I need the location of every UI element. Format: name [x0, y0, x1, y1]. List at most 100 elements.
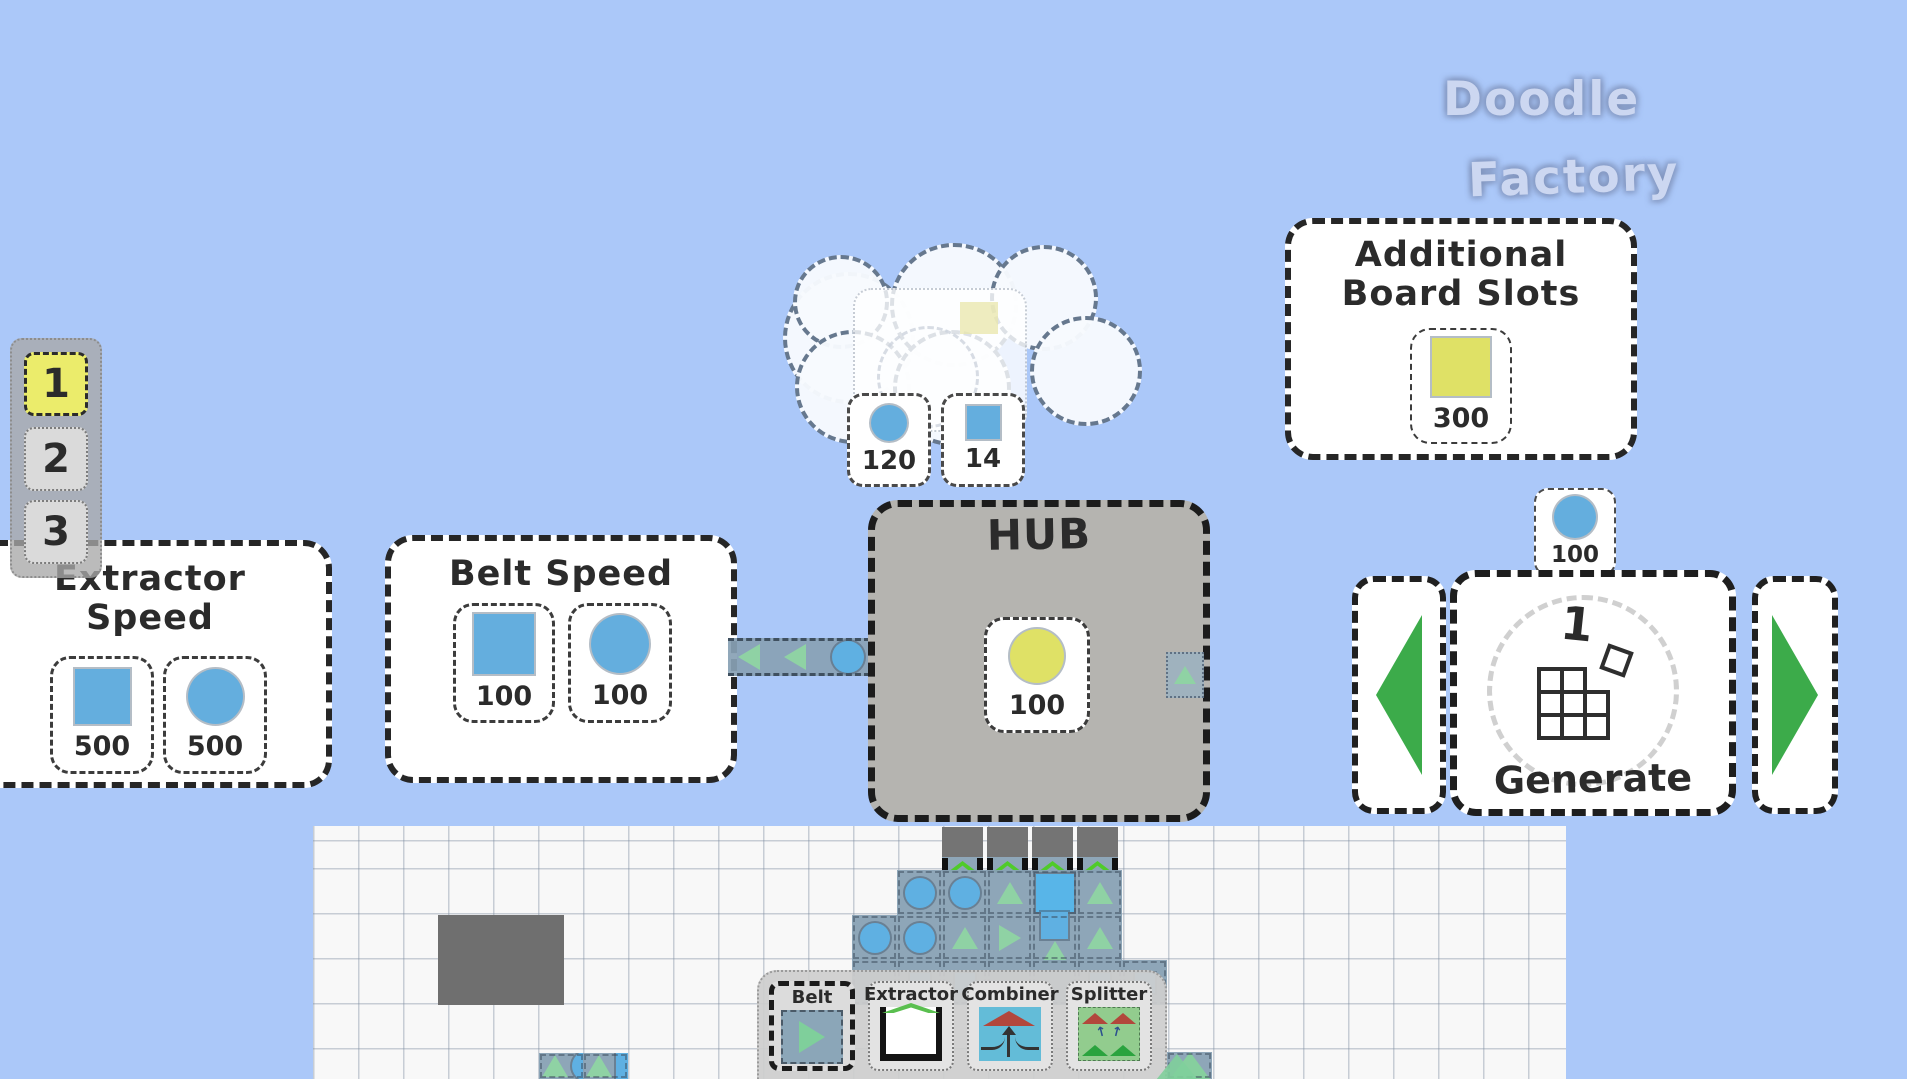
tool-extractor-label: Extractor: [863, 984, 959, 1005]
belt-cell[interactable]: [1032, 912, 1077, 963]
arrow-right-icon: [1772, 615, 1818, 775]
tool-splitter[interactable]: Splitter ↑ ↑: [1066, 981, 1152, 1071]
square-item: [1041, 912, 1068, 939]
tool-belt-label: Belt: [791, 987, 833, 1008]
board-slots-panel: Additional Board Slots 300: [1285, 218, 1637, 460]
tab-slot-1[interactable]: 1: [24, 352, 88, 416]
board-slot-tabs: 1 2 3: [10, 338, 102, 578]
hub-title: HUB: [986, 509, 1092, 560]
belt-icon: [781, 1010, 843, 1064]
square-item-icon: [74, 668, 130, 724]
upgrade-extractor-circle[interactable]: 500: [163, 656, 267, 774]
cloud-counter-squares: 14: [941, 393, 1025, 487]
circle-item: [832, 641, 864, 673]
hub-accepted-value: 100: [1008, 690, 1066, 721]
square-item-icon: [966, 406, 1000, 439]
circle-item: [859, 922, 890, 953]
cloud-counter-circles: 120: [847, 393, 931, 487]
circle-item-icon: [871, 404, 907, 441]
tool-belt[interactable]: Belt: [769, 981, 855, 1071]
belt-speed-panel: Belt Speed 100 100: [385, 535, 737, 783]
extractor-unit[interactable]: [942, 857, 983, 873]
belt-arrow-icon: [1041, 941, 1068, 963]
circle-item-icon: [591, 615, 649, 673]
board-grid-icon: [1537, 643, 1634, 740]
upgrade-extractor-square[interactable]: 500: [50, 656, 154, 774]
yellow-square-icon: [1432, 338, 1490, 396]
belt-cell[interactable]: [1032, 870, 1077, 915]
resource-node: [942, 827, 983, 857]
square-item-icon: [474, 614, 534, 674]
circle-item-icon: [187, 668, 243, 724]
logo-line-2: Factory: [1467, 146, 1681, 209]
extractor-icon: [880, 1003, 942, 1061]
yellow-circle-icon: [1010, 629, 1064, 683]
generate-button[interactable]: 1 Generate: [1450, 570, 1736, 816]
generator-next-button[interactable]: [1752, 576, 1838, 814]
belt-arrow-icon: [951, 926, 978, 949]
tool-combiner-label: Combiner: [961, 984, 1059, 1005]
belt-placement-ghost-icon: [1156, 1054, 1198, 1079]
square-item: [616, 1053, 628, 1079]
belt-cell[interactable]: [1077, 915, 1122, 960]
extractor-speed-panel: Extractor Speed 500 500: [0, 540, 332, 788]
upgrade-belt-circle[interactable]: 100: [568, 603, 672, 723]
belt-cell[interactable]: [987, 870, 1032, 915]
tab-slot-2[interactable]: 2: [24, 427, 88, 491]
belt-arrow-icon: [998, 924, 1021, 951]
tool-extractor[interactable]: Extractor: [864, 981, 958, 1071]
circle-item: [904, 922, 935, 953]
belt-cell[interactable]: [539, 1053, 584, 1079]
upgrade-cost: 100: [591, 680, 649, 711]
circle-item: [949, 877, 980, 908]
circle-item-icon: [1554, 496, 1596, 538]
belt-speed-title: Belt Speed: [448, 554, 674, 594]
belt-cell[interactable]: [852, 915, 897, 960]
resource-node: [1032, 827, 1073, 857]
belt-arrow-icon: [586, 1055, 612, 1077]
belt-arrow-up-icon: [1174, 666, 1196, 684]
belt-arrow-icon: [1086, 881, 1113, 904]
build-toolbar: Belt Extractor Combiner Splitter ↑ ↑: [757, 970, 1167, 1079]
counter-value: 14: [964, 444, 1002, 474]
belt-cell[interactable]: [987, 915, 1032, 960]
belt-arrow-icon: [542, 1055, 568, 1077]
belt-cell[interactable]: [942, 915, 987, 960]
tab-slot-3[interactable]: 3: [24, 500, 88, 564]
generate-cost-value: 100: [1550, 542, 1599, 568]
tool-combiner[interactable]: Combiner: [961, 981, 1059, 1071]
arrow-left-icon: [1376, 615, 1422, 775]
belt-cell[interactable]: [897, 915, 942, 960]
extractor-unit[interactable]: [1077, 857, 1118, 873]
upgrade-belt-square[interactable]: 100: [453, 603, 555, 723]
extractor-unit[interactable]: [1032, 857, 1073, 873]
generate-ring-icon: [1487, 595, 1679, 787]
generator-prev-button[interactable]: [1352, 576, 1446, 814]
board-slots-title: Additional Board Slots: [1341, 235, 1581, 315]
tool-splitter-label: Splitter: [1070, 984, 1148, 1005]
belt-arrow-left-icon: [738, 644, 760, 670]
upgrade-cost: 300: [1432, 403, 1490, 434]
generate-cost-chip: 100: [1534, 488, 1616, 576]
hub-panel: HUB 100: [868, 500, 1210, 822]
belt-arrow-icon: [996, 881, 1023, 904]
resource-node: [987, 827, 1028, 857]
belt-cell[interactable]: [1077, 870, 1122, 915]
hub-side-port: [1166, 652, 1204, 698]
circle-item: [904, 877, 935, 908]
hub-accepted-item-chip: 100: [984, 617, 1090, 733]
generate-label: Generate: [1493, 755, 1693, 803]
board-dark-area: [438, 915, 564, 1005]
upgrade-cost: 100: [475, 681, 533, 712]
upgrade-board-slot[interactable]: 300: [1410, 328, 1512, 444]
belt-cell[interactable]: [583, 1053, 628, 1079]
pale-square-icon: [960, 302, 998, 334]
combiner-icon: [979, 1007, 1041, 1061]
belt-cell[interactable]: [897, 870, 942, 915]
belt-cell[interactable]: [942, 870, 987, 915]
resource-node: [1077, 827, 1118, 857]
extractor-unit[interactable]: [987, 857, 1028, 873]
circle-item: [572, 1053, 584, 1079]
square-item: [1035, 873, 1074, 912]
